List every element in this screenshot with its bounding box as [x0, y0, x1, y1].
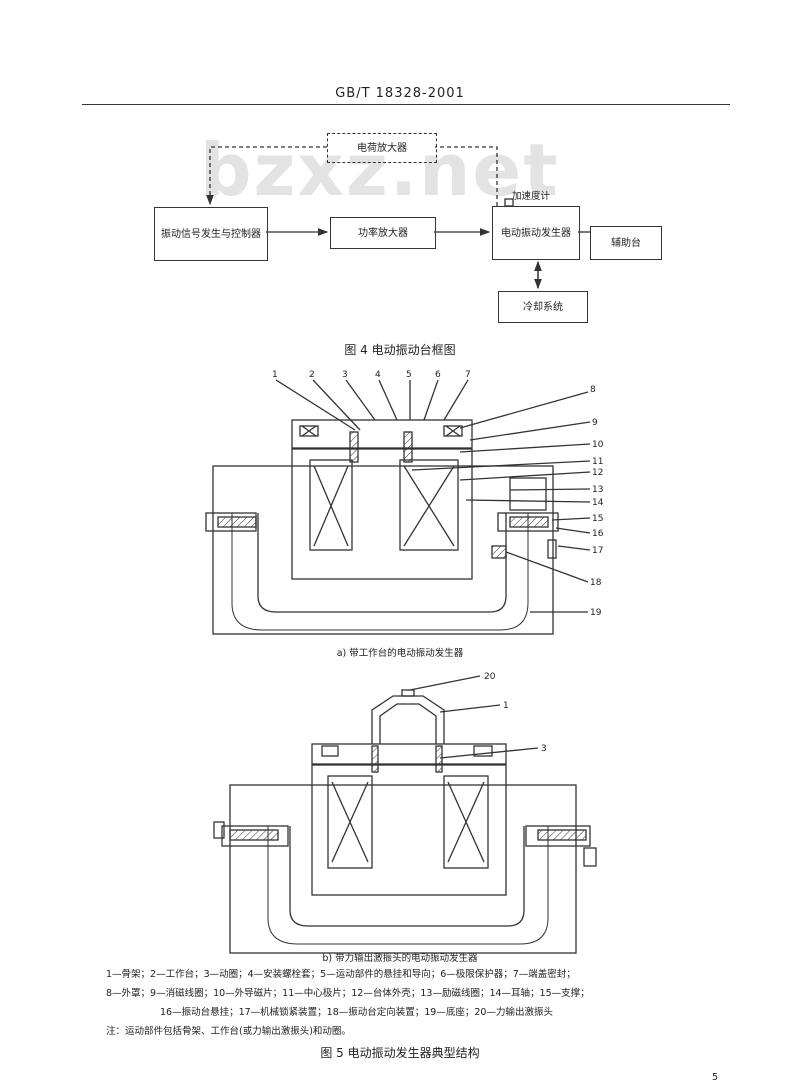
fig5b-caption: b) 带力输出激振头的电动振动发生器	[322, 953, 478, 964]
fig5a-num-18: 18	[590, 578, 602, 588]
fig5a-num-13: 13	[592, 485, 603, 495]
accelerometer-label: 加速度计	[512, 191, 551, 202]
cooling-system-box: 冷却系统	[498, 291, 588, 323]
fig5b-num-1: 1	[503, 701, 509, 711]
fig5a-num-5: 5	[406, 370, 412, 380]
fig5a-num-7: 7	[465, 370, 471, 380]
header-rule	[82, 104, 730, 105]
legend-line-2: 8—外罩；9—消磁线圈；10—外导磁片；11—中心极片；12—台体外壳；13—励…	[106, 988, 590, 999]
fig5a-num-17: 17	[592, 546, 603, 556]
fig4-caption: 图 4 电动振动台框图	[344, 343, 456, 357]
fig5a-num-4: 4	[375, 370, 381, 380]
fig5a-num-8: 8	[590, 385, 596, 395]
fig5b-num-3: 3	[541, 744, 547, 754]
legend-note: 注：运动部件包括骨架、工作台(或力输出激振头)和动圈。	[106, 1026, 351, 1037]
power-amplifier-box: 功率放大器	[330, 217, 436, 249]
aux-table-box: 辅助台	[590, 226, 662, 260]
page-number: 5	[712, 1072, 719, 1083]
fig5a-caption: a) 带工作台的电动振动发生器	[336, 648, 464, 659]
fig5b-num-20: 20	[484, 672, 496, 682]
fig5a-num-15: 15	[592, 514, 603, 524]
fig5a-drawing	[205, 379, 591, 635]
fig5-caption: 图 5 电动振动发生器典型结构	[320, 1046, 480, 1060]
fig5a-num-1: 1	[272, 370, 278, 380]
fig5a-num-16: 16	[592, 529, 604, 539]
fig5a-num-19: 19	[590, 608, 602, 618]
watermark: bzxz.net	[200, 128, 560, 212]
fig5a-num-9: 9	[592, 418, 598, 428]
legend-line-1: 1—骨架；2—工作台；3—动圈；4—安装螺栓套；5—运动部件的悬挂和导向；6—极…	[106, 969, 576, 980]
fig5a-num-3: 3	[342, 370, 348, 380]
fig5a-num-11: 11	[592, 457, 603, 467]
fig5a-num-14: 14	[592, 498, 604, 508]
legend-line-3: 16—振动台悬挂；17—机械锁紧装置；18—振动台定向装置；19—底座；20—力…	[160, 1007, 553, 1018]
vibration-generator-box: 电动振动发生器	[492, 206, 580, 260]
fig5a-num-6: 6	[435, 370, 441, 380]
fig5b-drawing	[213, 675, 597, 954]
charge-amplifier-box: 电荷放大器	[327, 133, 437, 163]
signal-generator-box: 振动信号发生与控制器	[154, 207, 268, 261]
standard-header: GB/T 18328-2001	[335, 86, 465, 101]
fig5a-num-10: 10	[592, 440, 604, 450]
fig5a-num-12: 12	[592, 468, 603, 478]
fig5a-num-2: 2	[309, 370, 315, 380]
